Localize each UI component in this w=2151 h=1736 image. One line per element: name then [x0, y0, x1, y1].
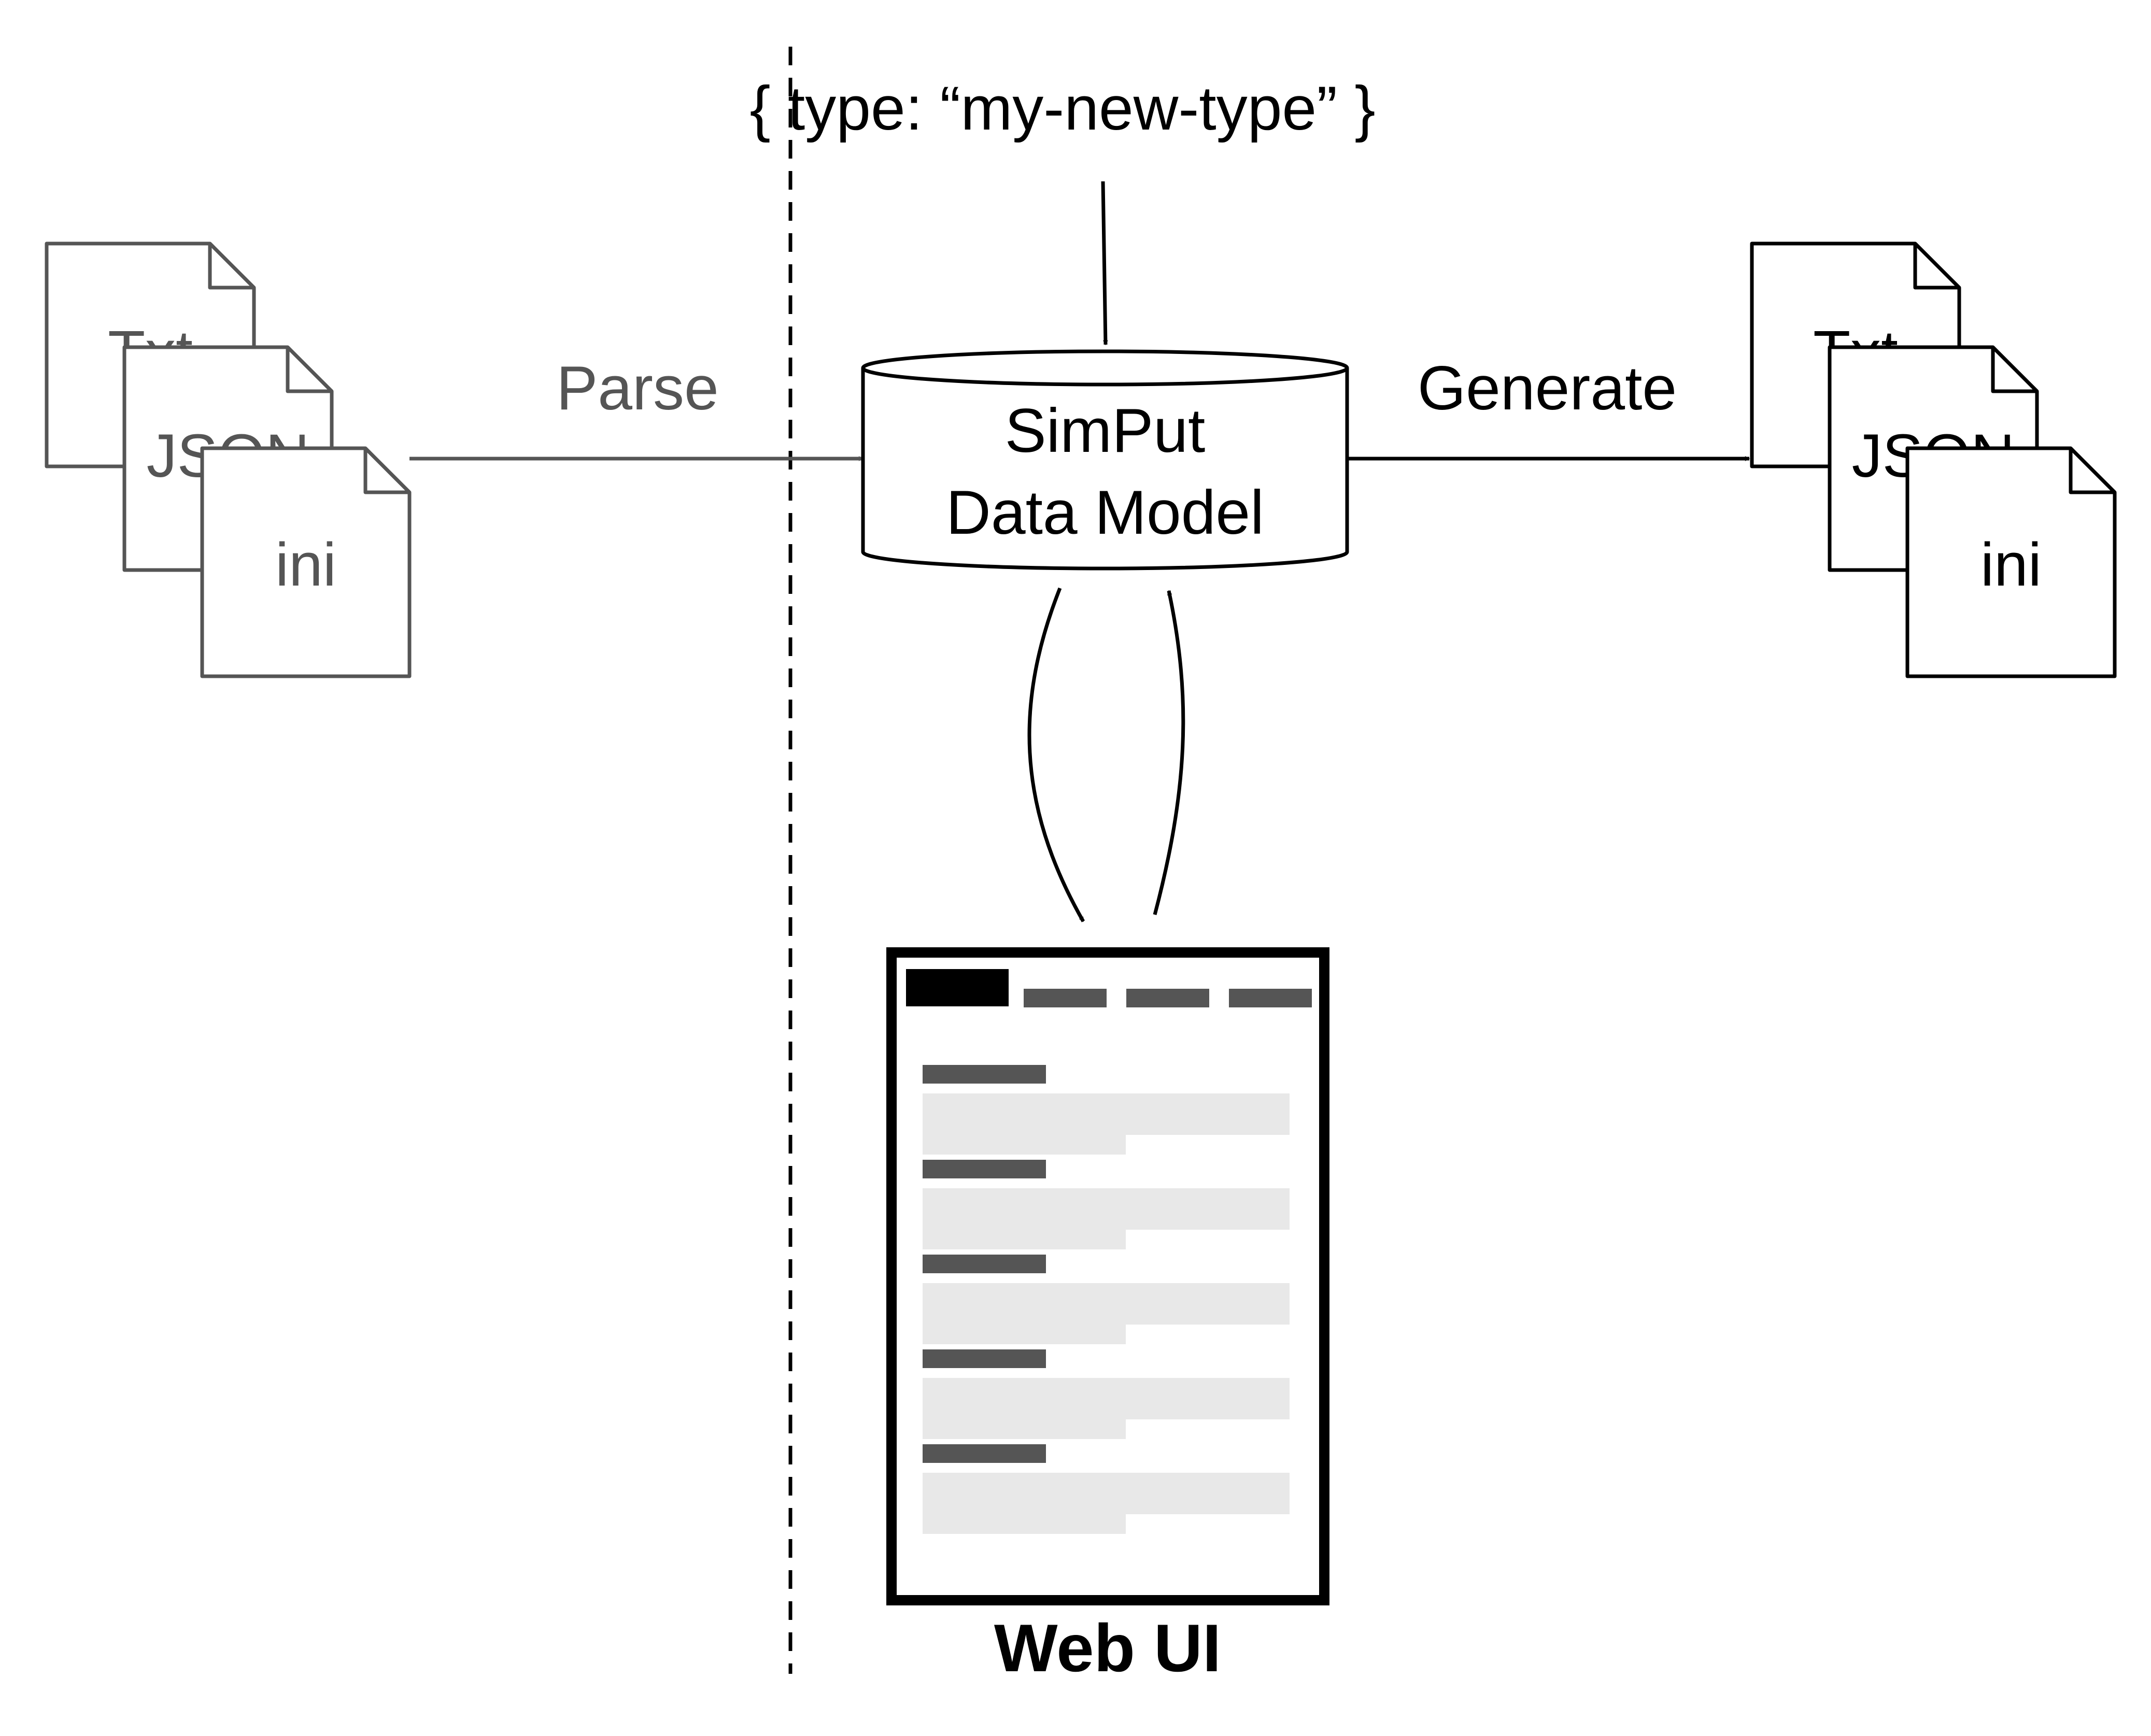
- web-ui-field-input-line: [923, 1230, 1126, 1249]
- input-file-ini-label: ini: [275, 531, 336, 599]
- web-ui-field-input: [923, 1093, 1290, 1135]
- output-file-ini-label: ini: [1980, 531, 2042, 599]
- web-ui-field-label: [923, 1349, 1046, 1368]
- parse-label: Parse: [556, 353, 718, 423]
- web-ui-field-label: [923, 1255, 1046, 1273]
- web-ui-field-input-line: [923, 1514, 1126, 1534]
- ui-to-model-arrow: [1153, 590, 1185, 915]
- web-ui-caption: Web UI: [994, 1610, 1221, 1686]
- web-ui-field-label: [923, 1444, 1046, 1463]
- web-ui-field-row: [923, 1065, 1290, 1155]
- web-ui-field-label: [923, 1160, 1046, 1178]
- web-ui-field-input-line: [923, 1325, 1126, 1344]
- annotation-arrow: [1101, 181, 1108, 346]
- web-ui-mockup: [886, 947, 1329, 1605]
- web-ui-field-row: [923, 1255, 1290, 1344]
- web-ui-field-row: [923, 1349, 1290, 1439]
- type-annotation: { type: “my-new-type” }: [749, 74, 1375, 143]
- web-ui-field-label: [923, 1065, 1046, 1084]
- web-ui-tab: [1229, 989, 1312, 1007]
- model-to-ui-arrow: [1027, 587, 1085, 922]
- web-ui-field-input-line: [923, 1419, 1126, 1439]
- data-model-cylinder: SimPut Data Model: [861, 349, 1349, 571]
- input-file-ini: ini: [200, 446, 412, 678]
- web-ui-field-input: [923, 1378, 1290, 1419]
- web-ui-field-input: [923, 1283, 1290, 1325]
- web-ui-field-input: [923, 1188, 1290, 1230]
- output-file-stack: Txt JSON ini: [1750, 241, 2117, 678]
- output-file-ini: ini: [1905, 446, 2117, 678]
- web-ui-tab: [1024, 989, 1107, 1007]
- web-ui-field-row: [923, 1444, 1290, 1534]
- web-ui-field-input-line: [923, 1135, 1126, 1155]
- web-ui-tabs: [906, 969, 1312, 1007]
- web-ui-field-input: [923, 1473, 1290, 1514]
- web-ui-field-row: [923, 1160, 1290, 1249]
- web-ui-tab-active: [906, 969, 1009, 1006]
- web-ui-fields: [923, 1065, 1290, 1534]
- input-file-stack: Txt JSON ini: [45, 241, 412, 678]
- data-model-title: SimPut: [1005, 396, 1206, 465]
- data-model-subtitle: Data Model: [946, 478, 1264, 547]
- web-ui-tab: [1126, 989, 1209, 1007]
- generate-label: Generate: [1418, 353, 1677, 423]
